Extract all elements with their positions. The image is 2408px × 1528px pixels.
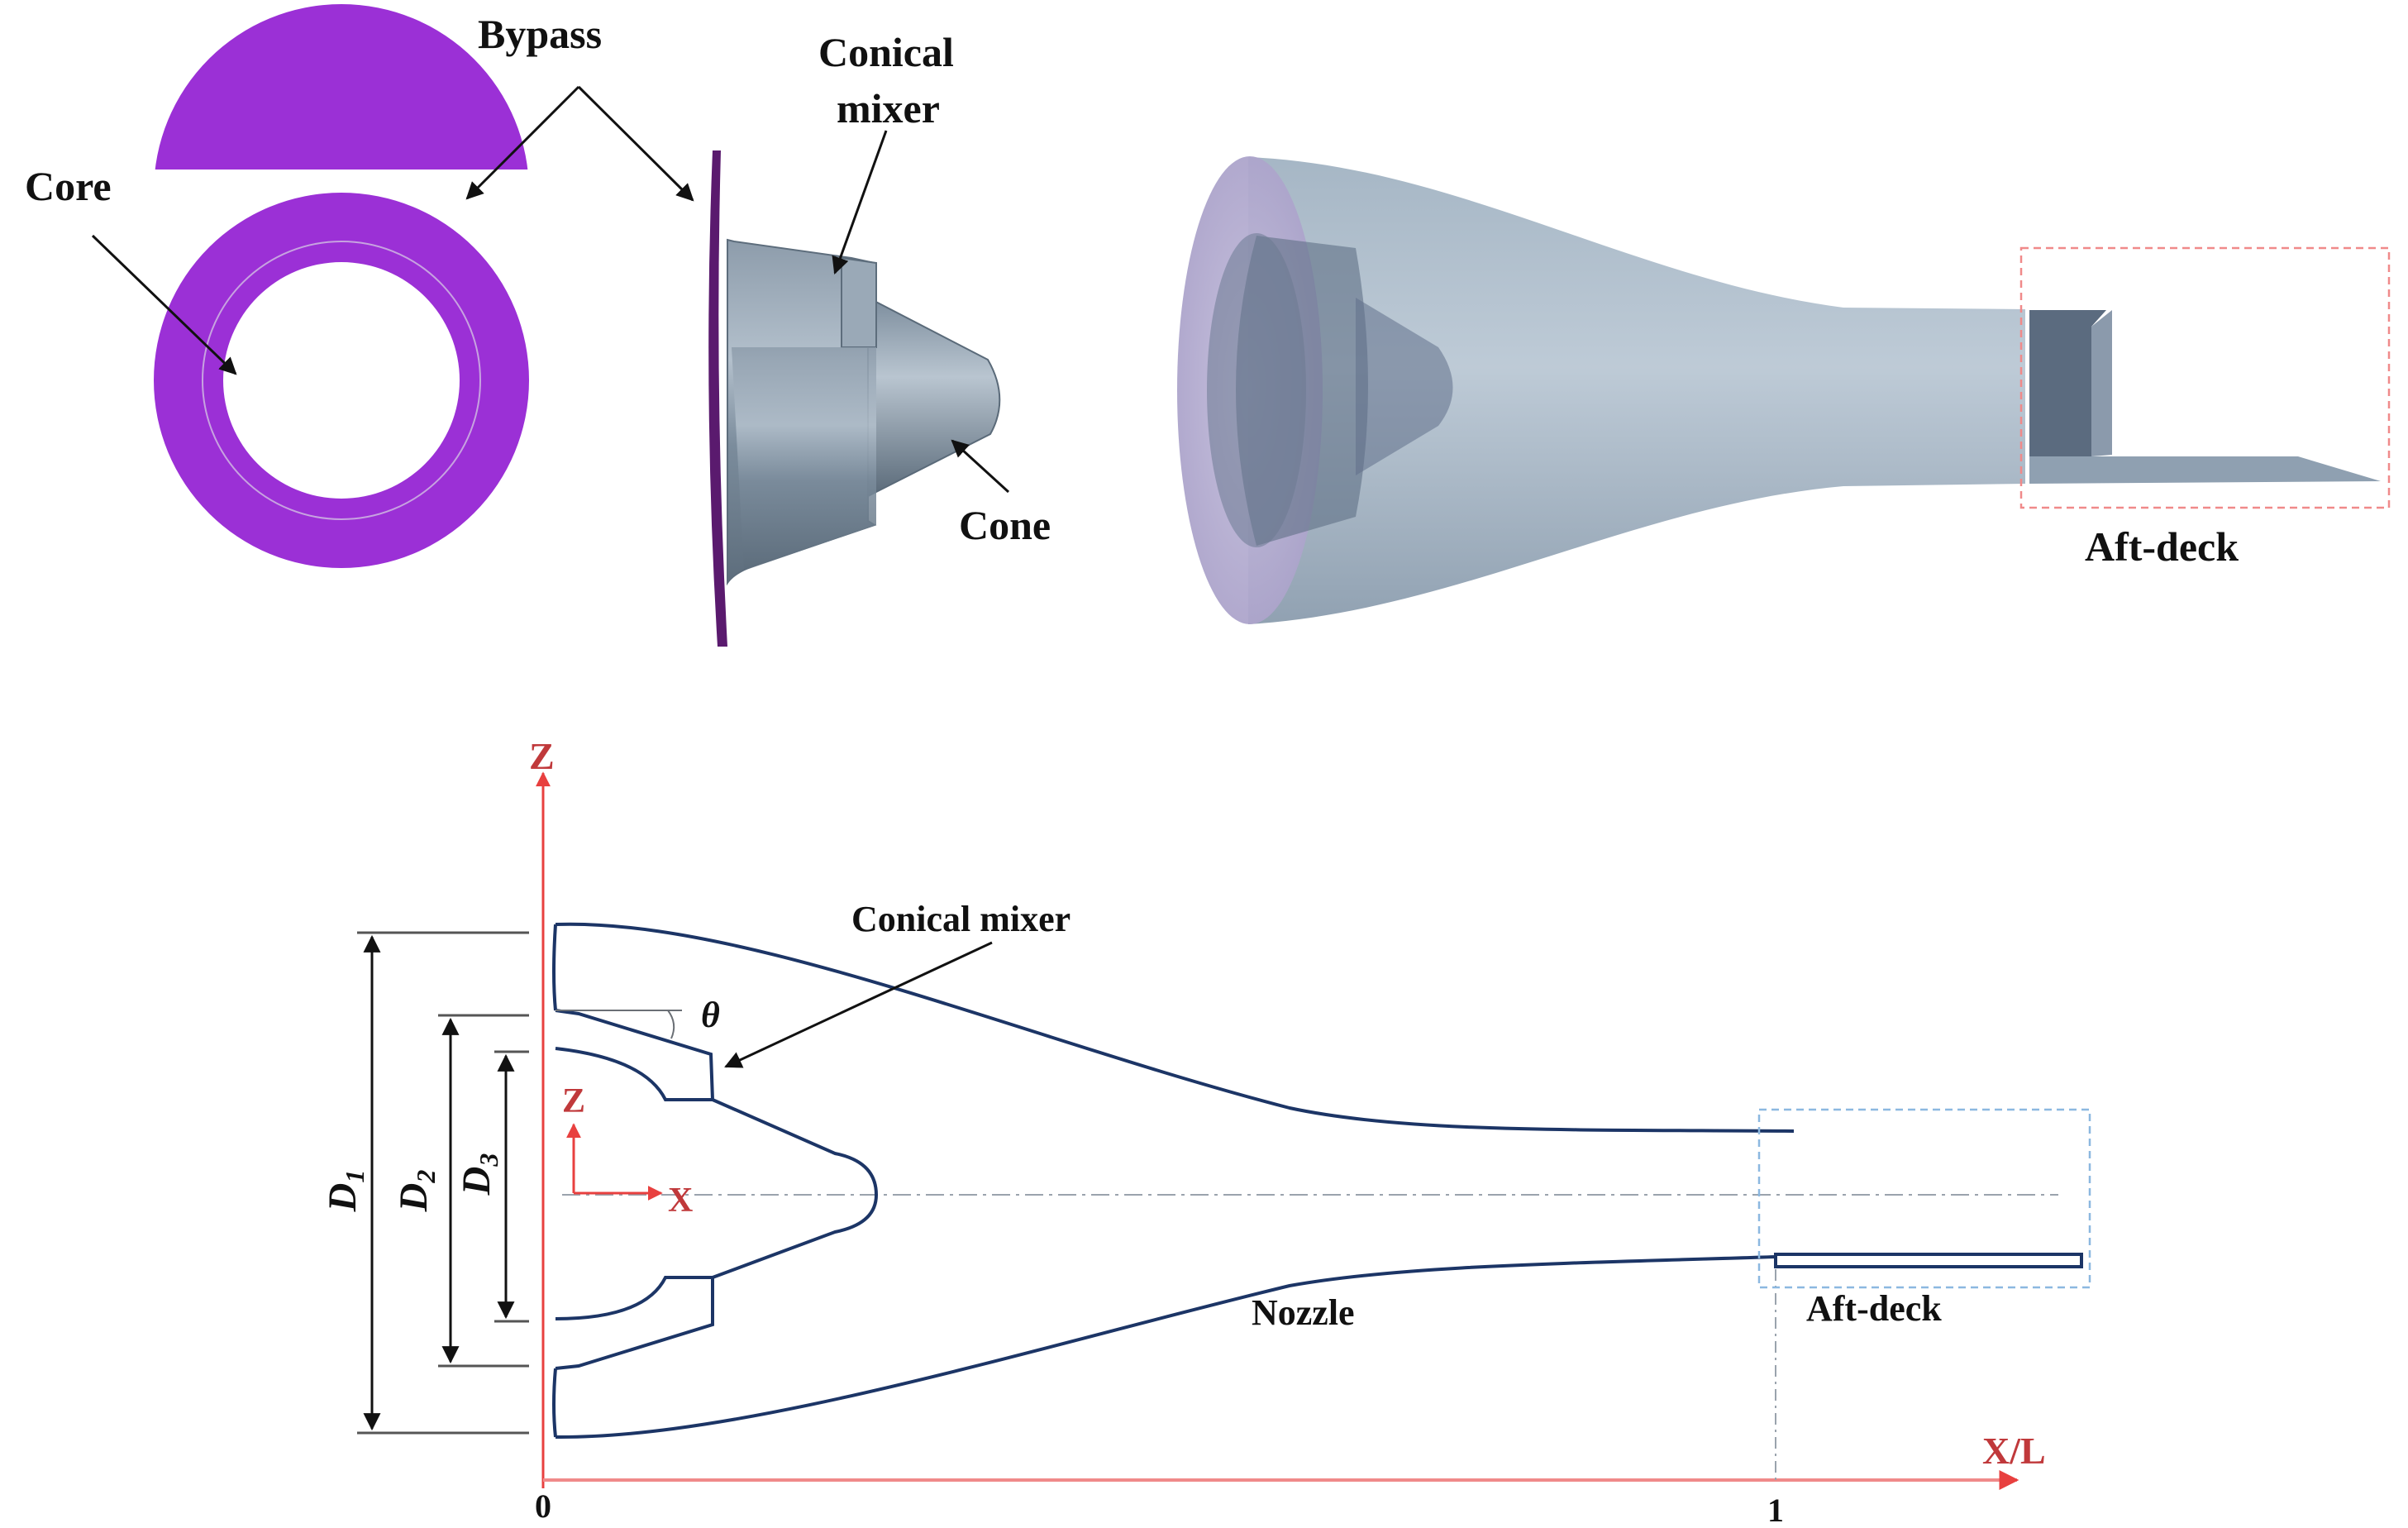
d1-label: D1 <box>321 1170 370 1213</box>
core-label: Core <box>25 163 112 209</box>
svg-text:D3: D3 <box>455 1153 503 1196</box>
d1-sub: 1 <box>340 1170 370 1183</box>
bypass-label: Bypass <box>478 11 602 57</box>
local-axes <box>566 1123 663 1201</box>
theta-arc <box>667 1010 675 1039</box>
bypass-arrow-mixer <box>577 85 694 202</box>
xl-axis-label: X/L <box>1982 1430 2046 1472</box>
conical-mixer-arrow-bottom <box>724 941 993 1068</box>
d3-sub: 3 <box>474 1153 503 1167</box>
local-x-label: X <box>668 1182 693 1220</box>
aft-deck-label-top: Aft-deck <box>2085 523 2239 570</box>
dimension-lines <box>357 931 529 1435</box>
aft-deck-highlight-box <box>2019 246 2391 509</box>
theta-label: θ <box>701 995 720 1035</box>
z-axis-label: Z <box>529 735 555 777</box>
conical-mixer-label-bottom: Conical mixer <box>851 899 1070 939</box>
d1-main: D <box>321 1183 365 1213</box>
d2-main: D <box>392 1183 436 1213</box>
d2-sub: 2 <box>411 1170 441 1184</box>
svg-text:D1: D1 <box>321 1170 370 1213</box>
aft-deck-label-bottom: Aft-deck <box>1806 1288 1942 1329</box>
cone-arrow <box>951 439 1010 494</box>
cone-label: Cone <box>959 502 1051 548</box>
d3-main: D <box>455 1167 498 1196</box>
tick-0: 0 <box>535 1487 551 1525</box>
core-arrow <box>91 234 237 375</box>
nozzle-3d <box>1177 156 2381 624</box>
d2-label: D2 <box>392 1170 441 1213</box>
conical-mixer-3d <box>708 150 1001 647</box>
conical-mixer-label-2: mixer <box>837 85 940 131</box>
conical-mixer-label-1: Conical <box>818 29 954 75</box>
bypass-arrow-ring <box>465 85 580 200</box>
nozzle-label: Nozzle <box>1252 1292 1355 1333</box>
svg-text:D2: D2 <box>392 1170 441 1213</box>
d3-label: D3 <box>455 1153 503 1196</box>
aft-deck-region-box <box>1757 1108 2091 1289</box>
ring-shape <box>132 170 562 583</box>
nozzle-profile <box>552 922 2083 1440</box>
tick-1: 1 <box>1767 1492 1784 1528</box>
profile-axes <box>536 771 2019 1490</box>
conical-mixer-arrow <box>832 130 888 275</box>
local-z-label: Z <box>562 1082 585 1120</box>
